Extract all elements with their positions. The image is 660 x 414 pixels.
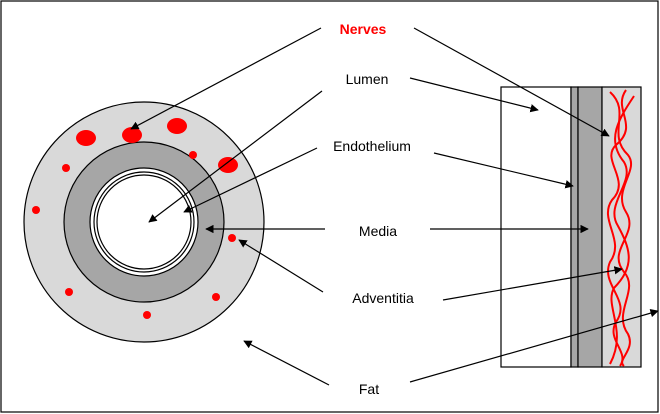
- lumen-strip: [501, 87, 571, 367]
- label-media: Media: [359, 223, 397, 239]
- nerve-dot: [143, 311, 151, 319]
- nerve-dot: [218, 157, 238, 173]
- endothelium-strip: [571, 87, 578, 367]
- nerve-dot: [189, 151, 197, 159]
- nerve-dot: [122, 127, 142, 143]
- vessel-cross-section: [24, 102, 264, 342]
- label-fat: Fat: [359, 381, 379, 397]
- nerve-dot: [32, 206, 40, 214]
- lumen-inner-ring: [97, 175, 191, 269]
- label-endothelium: Endothelium: [333, 138, 411, 154]
- nerve-dot: [65, 288, 73, 296]
- nerve-dot: [76, 130, 96, 146]
- label-lumen: Lumen: [346, 71, 389, 87]
- nerve-dot: [167, 118, 187, 134]
- nerve-dot: [212, 293, 220, 301]
- vessel-longitudinal-section: [501, 87, 641, 367]
- nerve-dot: [228, 234, 236, 242]
- nerve-dot: [62, 164, 70, 172]
- label-nerves: Nerves: [340, 21, 387, 37]
- media-strip: [578, 87, 602, 367]
- label-adventitia: Adventitia: [352, 290, 414, 306]
- fat-arrow-left: [244, 341, 329, 385]
